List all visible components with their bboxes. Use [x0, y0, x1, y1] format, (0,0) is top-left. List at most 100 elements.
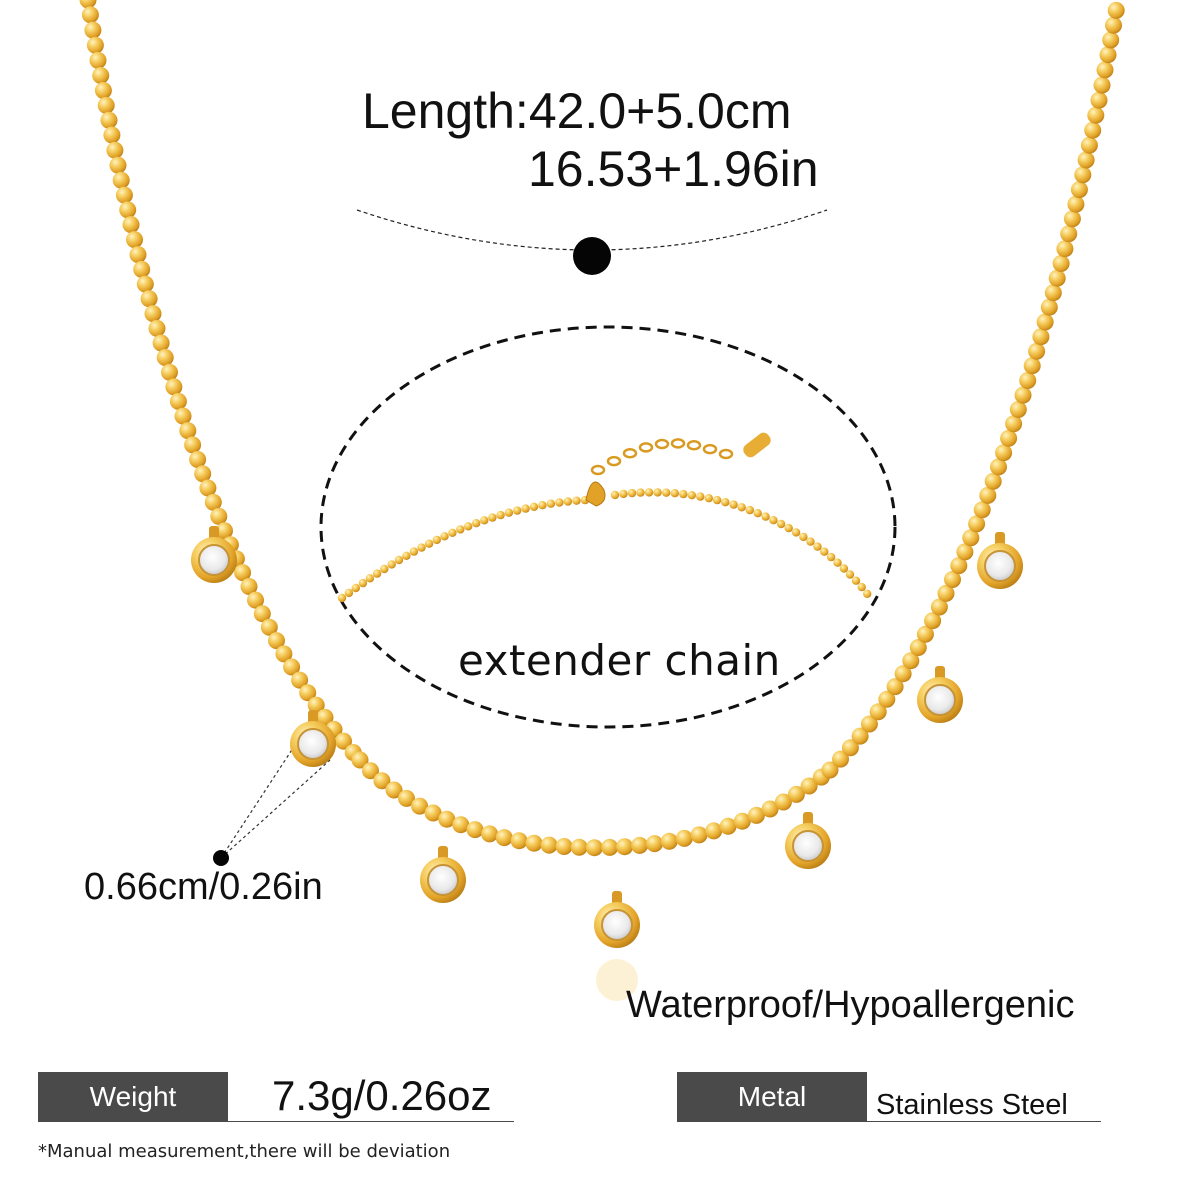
chain-bead: [653, 488, 662, 497]
chain-bead: [1090, 91, 1108, 109]
chain-bead: [1107, 1, 1125, 19]
chain-bead: [174, 407, 192, 425]
chain-bead: [1044, 284, 1062, 302]
chain-bead: [1093, 76, 1111, 94]
chain-bead: [670, 489, 679, 498]
extender-tag: [743, 432, 771, 458]
extender-link: [638, 442, 654, 453]
chain-bead: [275, 645, 293, 663]
chain-bead: [956, 543, 974, 561]
chain-bead: [721, 498, 730, 507]
chain-bead: [696, 492, 705, 501]
chain-bead: [299, 684, 317, 702]
chain-bead: [100, 111, 118, 129]
chain-bead: [841, 739, 859, 757]
chain-bead: [268, 632, 285, 650]
chain-bead: [787, 785, 805, 803]
chain-bead: [411, 797, 429, 815]
chain-bead: [761, 800, 779, 818]
chain-bead: [857, 582, 866, 592]
chain-bead: [851, 727, 869, 745]
chain-bead: [144, 305, 162, 323]
bezel-pendant: [420, 846, 466, 903]
bezel-pendant: [594, 891, 640, 948]
chain-bead: [675, 829, 693, 847]
chain-bead: [761, 512, 770, 521]
chain-bead: [351, 751, 369, 769]
chain-bead: [438, 810, 456, 828]
chain-bead: [860, 715, 878, 733]
chain-bead: [448, 528, 457, 537]
chain-bead: [452, 816, 470, 834]
chain-bead: [210, 507, 228, 525]
chain-bead: [1019, 372, 1037, 389]
chain-bead: [335, 732, 352, 750]
weight-label-bar: Weight: [38, 1072, 228, 1122]
extender-chain-label: extender chain: [458, 636, 781, 685]
chain-bead: [930, 598, 948, 616]
pendant-charms: [191, 526, 1023, 1001]
chain-bead: [103, 126, 121, 144]
chain-bead: [283, 658, 301, 676]
chain-bead: [555, 498, 564, 507]
pendant-pointer-line-lower: [220, 759, 331, 859]
chain-bead: [513, 506, 522, 515]
chain-bead: [833, 558, 842, 567]
chain-bead: [1036, 313, 1054, 331]
chain-bead: [538, 501, 547, 510]
chain-bead: [826, 552, 836, 562]
chain-bead: [572, 496, 581, 505]
chain-bead: [950, 557, 968, 575]
chain-bead: [344, 588, 354, 598]
extender-link: [590, 464, 606, 476]
features-label: Waterproof/Hypoallergenic: [626, 984, 1075, 1026]
chain-bead: [845, 570, 855, 579]
chain-bead: [995, 444, 1013, 462]
chain-bead: [704, 494, 713, 503]
chain-bead: [937, 584, 955, 602]
chain-bead: [81, 6, 99, 24]
chain-bead: [776, 519, 786, 529]
chain-bead: [813, 542, 822, 551]
chain-bead: [316, 708, 334, 726]
chain-bead: [1000, 429, 1018, 447]
chain-bead: [496, 510, 505, 520]
bead-chain: [79, 0, 1125, 857]
chain-bead: [115, 186, 133, 204]
chain-bead: [385, 781, 403, 799]
chain-bead: [747, 806, 765, 824]
chain-bead: [521, 504, 530, 513]
chain-bead: [601, 838, 619, 856]
chain-bead: [851, 576, 861, 585]
metal-underline: [867, 1121, 1101, 1122]
chain-bead: [791, 528, 801, 537]
chain-bead: [495, 829, 513, 847]
chain-bead: [84, 21, 102, 39]
chain-bead: [769, 516, 778, 525]
chain-bead: [351, 583, 360, 593]
chain-bead: [119, 201, 137, 219]
length-in-label: 16.53+1.96in: [528, 141, 819, 197]
chain-bead: [806, 537, 815, 546]
chain-bead: [1052, 255, 1070, 272]
length-marker-dot: [573, 237, 611, 275]
chain-bead: [1032, 328, 1050, 346]
extender-link: [718, 448, 734, 460]
chain-bead: [432, 535, 441, 545]
chain-bead: [365, 574, 375, 583]
chain-bead: [924, 612, 942, 630]
chain-bead: [79, 0, 97, 9]
chain-bead: [106, 141, 124, 159]
chain-bead: [784, 523, 793, 533]
chain-bead: [97, 96, 115, 114]
extender-link: [670, 438, 686, 449]
extender-link: [606, 455, 622, 467]
chain-bead: [894, 665, 912, 683]
chain-bead: [719, 817, 737, 835]
chain-bead: [1023, 357, 1041, 375]
chain-bead: [440, 532, 449, 541]
metal-label-bar: Metal: [677, 1072, 867, 1122]
chain-bead: [1080, 136, 1098, 154]
chain-bead: [909, 639, 927, 656]
